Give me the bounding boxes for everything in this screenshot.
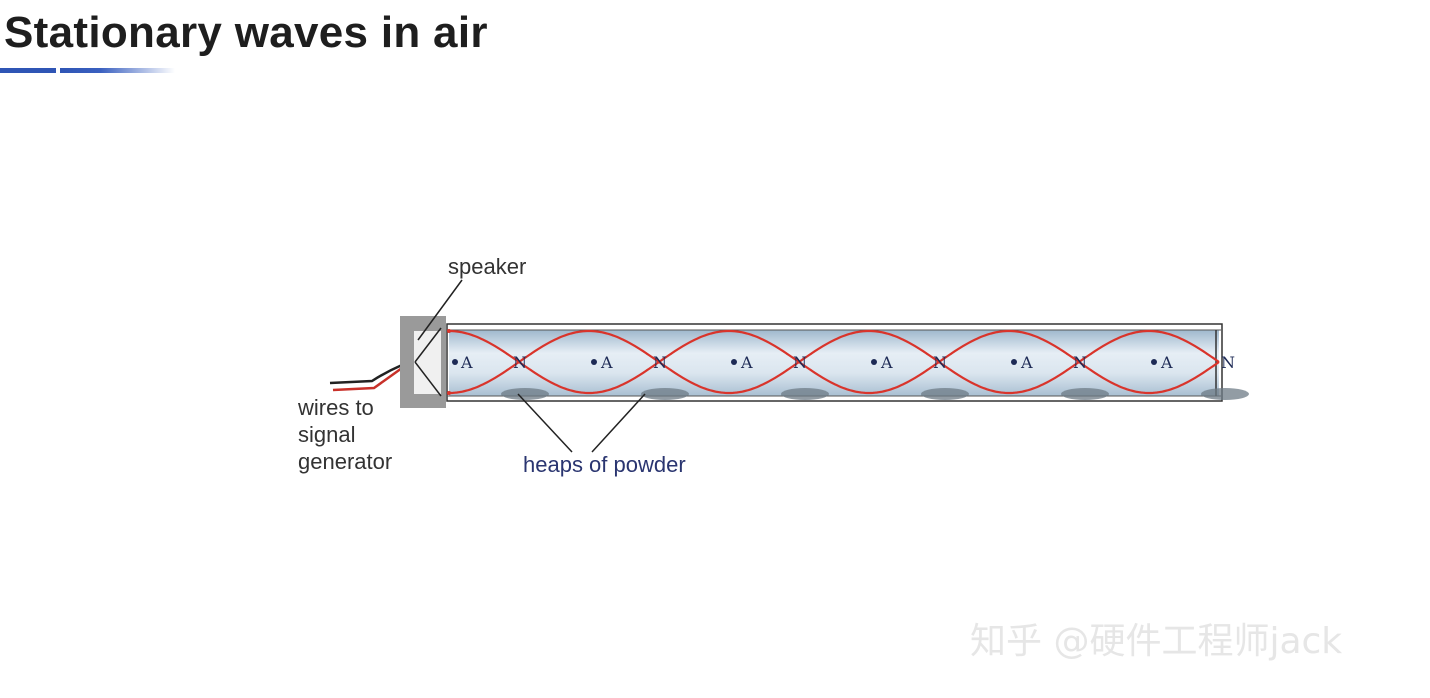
node-label: N bbox=[933, 353, 947, 372]
wave-envelope-upper bbox=[449, 329, 1220, 395]
powder-heaps bbox=[501, 388, 1249, 400]
antinode-label: A bbox=[460, 353, 473, 372]
antinode-dot bbox=[871, 359, 877, 365]
powder-heap bbox=[501, 388, 549, 400]
speaker-pointer bbox=[417, 279, 463, 341]
node-label: N bbox=[1221, 353, 1235, 372]
speaker-label: speaker bbox=[448, 254, 526, 279]
wave-tip-top bbox=[447, 329, 451, 333]
signal-wires bbox=[329, 363, 403, 392]
wires-label-line-1: wires to bbox=[297, 395, 374, 420]
node-label: N bbox=[793, 353, 807, 372]
wires-label-line-2: signal bbox=[298, 422, 355, 447]
antinode-label: A bbox=[600, 353, 613, 372]
powder-label: heaps of powder bbox=[523, 452, 686, 477]
antinode-label: A bbox=[880, 353, 893, 372]
powder-heap bbox=[781, 388, 829, 400]
speaker bbox=[400, 316, 446, 408]
watermark: 知乎 @硬件工程师jack bbox=[970, 621, 1343, 662]
powder-pointers bbox=[517, 393, 646, 453]
antinode-label: A bbox=[1160, 353, 1173, 372]
page-title: Stationary waves in air bbox=[4, 8, 488, 57]
antinode-label: A bbox=[740, 353, 753, 372]
title-underline bbox=[0, 68, 175, 73]
antinode-dot bbox=[1151, 359, 1157, 365]
wires-label-line-3: generator bbox=[298, 449, 392, 474]
powder-heap bbox=[641, 388, 689, 400]
node-label: N bbox=[653, 353, 667, 372]
node-label: N bbox=[1073, 353, 1087, 372]
powder-heap bbox=[1061, 388, 1109, 400]
wave-envelope-lower bbox=[449, 329, 1220, 395]
powder-heap bbox=[1201, 388, 1249, 400]
wires-label: wires to signal generator bbox=[297, 395, 392, 474]
powder-heap bbox=[921, 388, 969, 400]
node-label: N bbox=[513, 353, 527, 372]
wave-tip-bottom bbox=[447, 391, 451, 395]
antinode-dot bbox=[1011, 359, 1017, 365]
wave-envelope bbox=[447, 329, 1220, 395]
antinode-dot bbox=[731, 359, 737, 365]
antinode-label: A bbox=[1020, 353, 1033, 372]
antinode-dot bbox=[452, 359, 458, 365]
antinode-dot bbox=[591, 359, 597, 365]
